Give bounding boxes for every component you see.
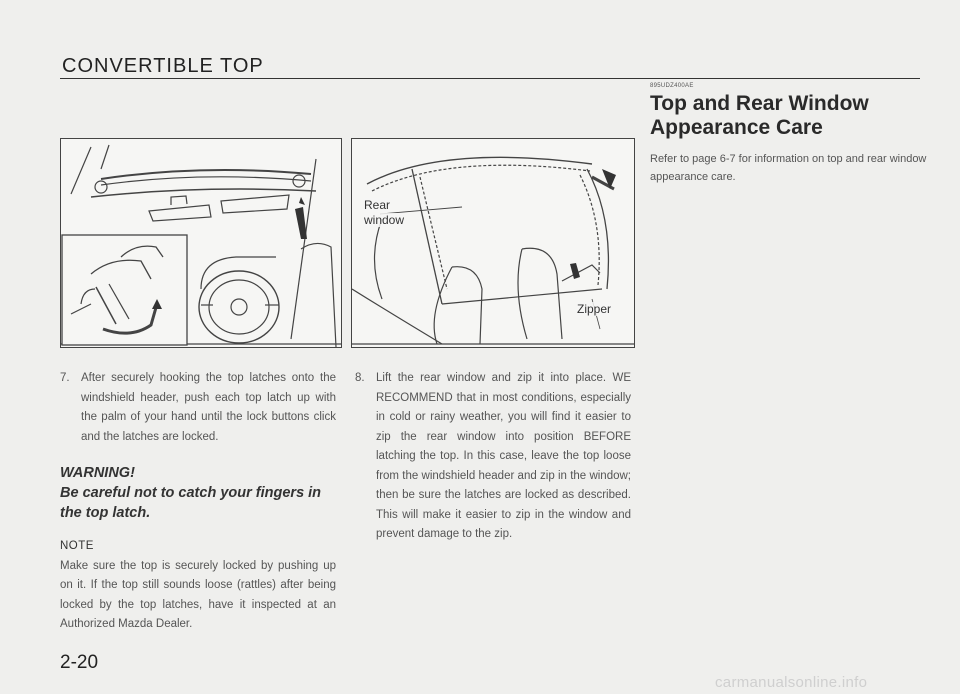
left-text-column: 7. After securely hooking the top latche… [60, 369, 336, 635]
step-8: 8. Lift the rear window and zip it into … [355, 369, 631, 545]
middle-text-column: 8. Lift the rear window and zip it into … [355, 369, 631, 545]
rear-label: Rear [364, 198, 391, 212]
step-7: 7. After securely hooking the top latche… [60, 369, 336, 447]
warning-heading: WARNING! [60, 465, 135, 481]
note-body: Make sure the top is securely locked by … [60, 559, 336, 631]
rear-window-illustration: Rear window Zipper [351, 138, 635, 348]
zipper-label: Zipper [577, 302, 612, 316]
step-text: Lift the rear window and zip it into pla… [376, 372, 631, 540]
step-number: 7. [60, 372, 70, 384]
step-text: After securely hooking the top latches o… [81, 372, 336, 443]
section-title: Top and Rear Window Appearance Care [650, 92, 869, 139]
watermark-text: carmanualsonline.info [715, 674, 868, 691]
window-label: window [364, 213, 405, 227]
section-body: Refer to page 6-7 for information on top… [650, 153, 927, 183]
page-header-title: CONVERTIBLE TOP [62, 55, 264, 77]
note-heading: NOTE [60, 540, 94, 552]
page-number: 2-20 [60, 652, 99, 673]
warning-body: Be careful not to catch your fingers in … [60, 485, 322, 521]
header-divider [60, 78, 920, 79]
step-number: 8. [355, 372, 365, 384]
top-latch-illustration [60, 138, 342, 348]
section-code: 895UDZ400AE [650, 83, 694, 89]
